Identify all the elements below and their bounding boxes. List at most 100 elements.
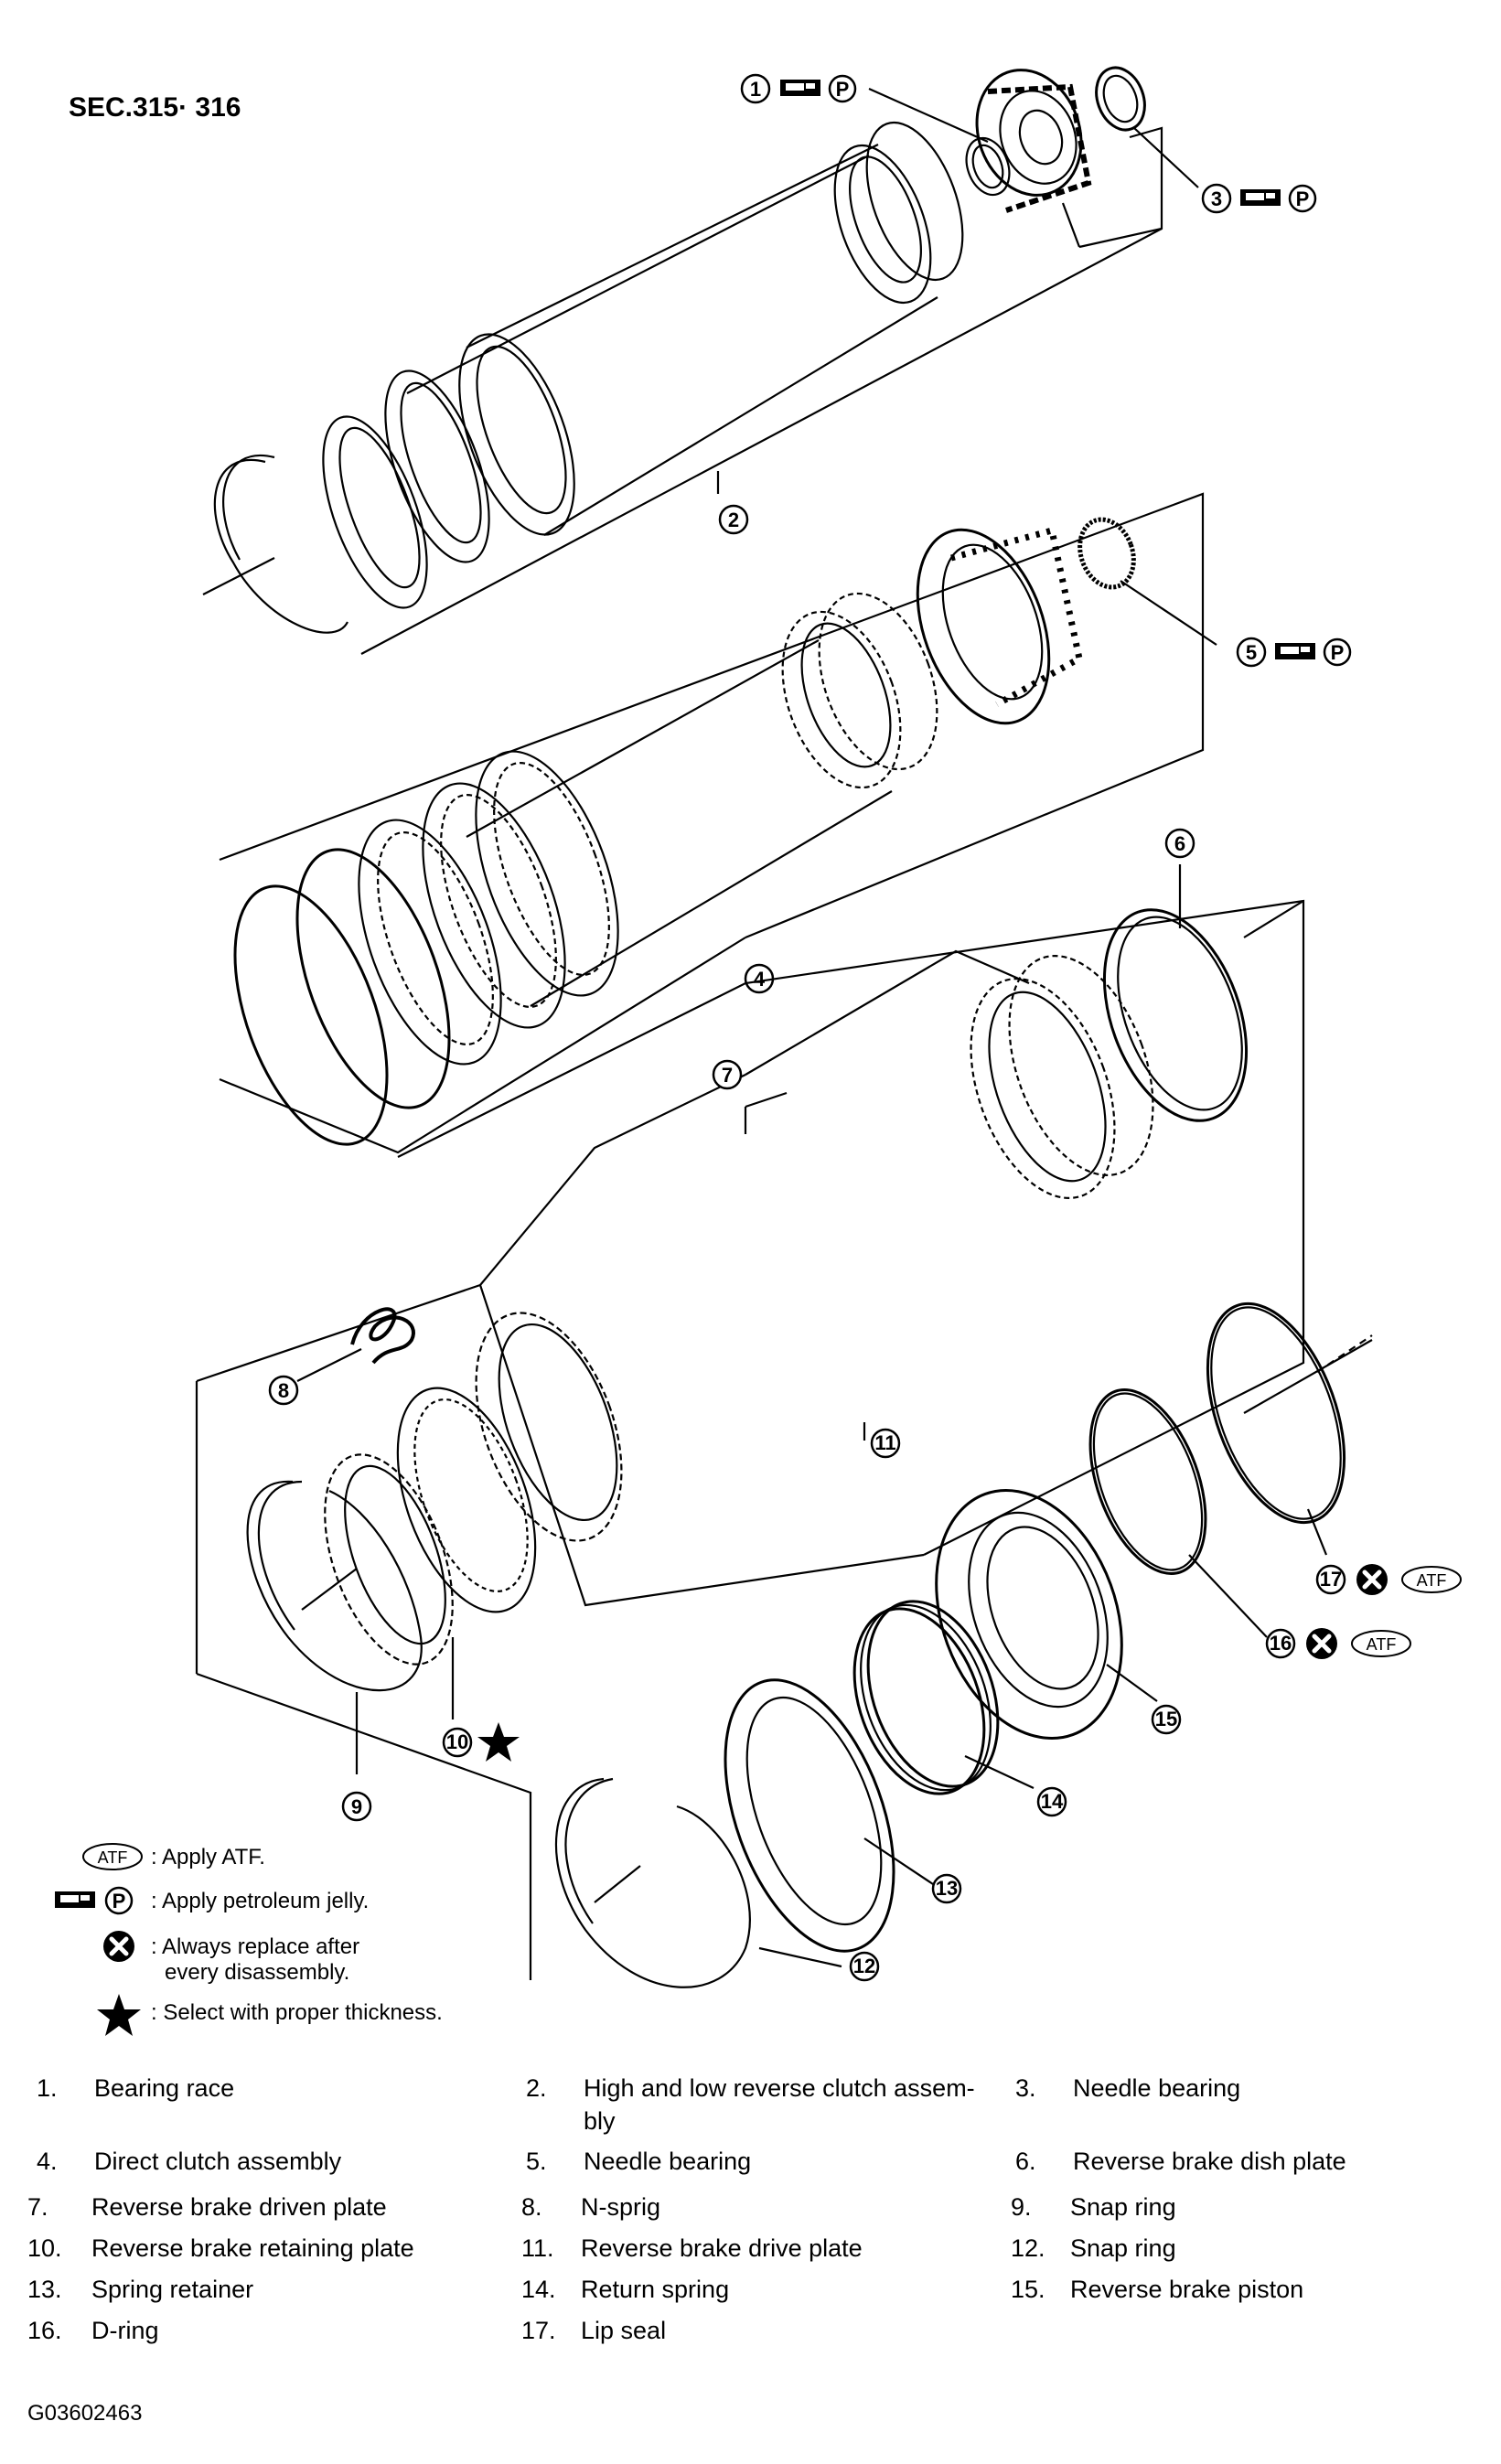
group-4-direct-clutch xyxy=(219,492,1217,1154)
part-number: 7. xyxy=(27,2193,48,2221)
callout-13: 13 xyxy=(931,1873,962,1904)
part-name: Spring retainer xyxy=(91,2276,254,2303)
part-name: Reverse brake driven plate xyxy=(91,2193,387,2221)
svg-text:4: 4 xyxy=(754,968,766,991)
callout-1: 1 xyxy=(740,73,857,104)
svg-text:10: 10 xyxy=(446,1730,468,1753)
part-number: 6. xyxy=(1015,2148,1036,2175)
part-number: 12. xyxy=(1011,2234,1045,2262)
part-name: Reverse brake dish plate xyxy=(1073,2148,1346,2175)
svg-text:5: 5 xyxy=(1246,641,1257,664)
replace-icon xyxy=(1306,1628,1337,1659)
svg-text:12: 12 xyxy=(853,1955,875,1977)
callout-8: 8 xyxy=(268,1375,299,1406)
legend-replace-line2: every disassembly. xyxy=(165,1960,349,1985)
group-2-clutch-assembly xyxy=(202,66,1199,655)
parts-row: 10. Reverse brake retaining plate 11. Re… xyxy=(0,2232,1501,2287)
callout-11: 11 xyxy=(870,1428,901,1459)
part-number: 16. xyxy=(27,2317,62,2344)
parts-row: 7. Reverse brake driven plate 8. N-sprig… xyxy=(0,2191,1501,2245)
p-icon xyxy=(828,74,857,103)
part-number: 1. xyxy=(37,2074,58,2102)
part-number: 4. xyxy=(37,2148,58,2175)
parts-row: 1. Bearing race 2. High and low reverse … xyxy=(0,2072,1501,2127)
part-name: Lip seal xyxy=(581,2317,667,2344)
callout-7: 7 xyxy=(712,1059,743,1090)
part-number: 9. xyxy=(1011,2193,1032,2221)
part-number: 11. xyxy=(521,2234,554,2262)
callout-5: 5 xyxy=(1236,637,1352,668)
group-piston-assembly xyxy=(554,1302,1373,1988)
part-name: High and low reverse clutch assem- xyxy=(584,2074,975,2102)
part-name: Reverse brake drive plate xyxy=(581,2234,863,2262)
callout-3: 3 xyxy=(1201,183,1317,214)
parts-row: 16. D-ring 17. Lip seal xyxy=(0,2314,1501,2369)
atf-badge: ATF xyxy=(1367,1635,1397,1654)
part-name: Reverse brake piston xyxy=(1070,2276,1304,2303)
legend-star-icon xyxy=(97,1994,141,2036)
callout-10: 10 xyxy=(442,1722,520,1762)
svg-text:3: 3 xyxy=(1211,187,1222,210)
callout-9: 9 xyxy=(341,1791,372,1822)
legend-atf-text: : Apply ATF. xyxy=(151,1845,265,1869)
svg-text:17: 17 xyxy=(1320,1568,1342,1591)
legend: ATF : Apply ATF. : Apply petroleum jelly… xyxy=(55,1843,443,2036)
group-7-driven-plates xyxy=(397,864,1305,1607)
callout-4: 4 xyxy=(744,963,775,994)
part-name: N-sprig xyxy=(581,2193,661,2221)
callout-12: 12 xyxy=(849,1951,880,1982)
group-11-drive-plates xyxy=(195,1283,866,1980)
callout-14: 14 xyxy=(1036,1786,1067,1817)
section-label: SEC.315· 316 xyxy=(69,92,241,123)
part-name: Needle bearing xyxy=(1073,2074,1241,2102)
part-name: D-ring xyxy=(91,2317,159,2344)
legend-petroleum-text: : Apply petroleum jelly. xyxy=(151,1889,369,1913)
part-name: Return spring xyxy=(581,2276,730,2303)
part-number: 15. xyxy=(1011,2276,1045,2303)
part-name: Reverse brake retaining plate xyxy=(91,2234,414,2262)
part-number: 3. xyxy=(1015,2074,1036,2102)
legend-replace-icon xyxy=(103,1931,134,1962)
legend-thickness-text: : Select with proper thickness. xyxy=(151,2000,443,2025)
svg-text:1: 1 xyxy=(750,78,761,101)
svg-text:15: 15 xyxy=(1155,1708,1177,1730)
svg-text:7: 7 xyxy=(722,1064,733,1087)
legend-atf-badge: ATF xyxy=(98,1848,128,1867)
part-number: 14. xyxy=(521,2276,556,2303)
diagram-canvas: P SEC.315· 316 xyxy=(55,66,1462,2036)
callout-17: 17 ATF xyxy=(1315,1564,1462,1595)
part-number: 10. xyxy=(27,2234,62,2262)
star-icon xyxy=(477,1722,520,1762)
part-number: 17. xyxy=(521,2317,556,2344)
legend-replace-line1: : Always replace after xyxy=(151,1934,359,1959)
svg-text:8: 8 xyxy=(278,1379,289,1402)
part-name: Bearing race xyxy=(94,2074,235,2102)
exploded-view-diagram: P SEC.315· 316 xyxy=(55,66,1462,2036)
p-icon xyxy=(1288,184,1317,213)
svg-text:9: 9 xyxy=(351,1795,362,1818)
svg-text:6: 6 xyxy=(1174,832,1185,855)
svg-text:11: 11 xyxy=(874,1431,895,1454)
svg-text:2: 2 xyxy=(728,509,739,531)
part-name: Needle bearing xyxy=(584,2148,752,2175)
p-icon xyxy=(1323,637,1352,667)
petroleum-jelly-icon xyxy=(1275,643,1315,659)
petroleum-jelly-icon xyxy=(1240,189,1281,206)
callout-6: 6 xyxy=(1164,828,1195,859)
parts-row: 4. Direct clutch assembly 5. Needle bear… xyxy=(0,2145,1501,2200)
replace-icon xyxy=(1356,1564,1388,1595)
legend-p-icon xyxy=(104,1886,134,1915)
svg-text:16: 16 xyxy=(1270,1632,1292,1655)
part-number: 8. xyxy=(521,2193,542,2221)
legend-petroleum-jelly-icon xyxy=(55,1891,95,1908)
svg-text:14: 14 xyxy=(1041,1790,1064,1813)
atf-badge: ATF xyxy=(1417,1571,1447,1590)
part-name: Snap ring xyxy=(1070,2234,1176,2262)
petroleum-jelly-icon xyxy=(780,80,820,96)
callout-16: 16 ATF xyxy=(1265,1628,1411,1659)
svg-text:13: 13 xyxy=(936,1877,958,1900)
part-number: 2. xyxy=(526,2074,547,2102)
callout-2: 2 xyxy=(718,504,749,535)
callout-15: 15 xyxy=(1151,1704,1182,1735)
part-number: 5. xyxy=(526,2148,547,2175)
